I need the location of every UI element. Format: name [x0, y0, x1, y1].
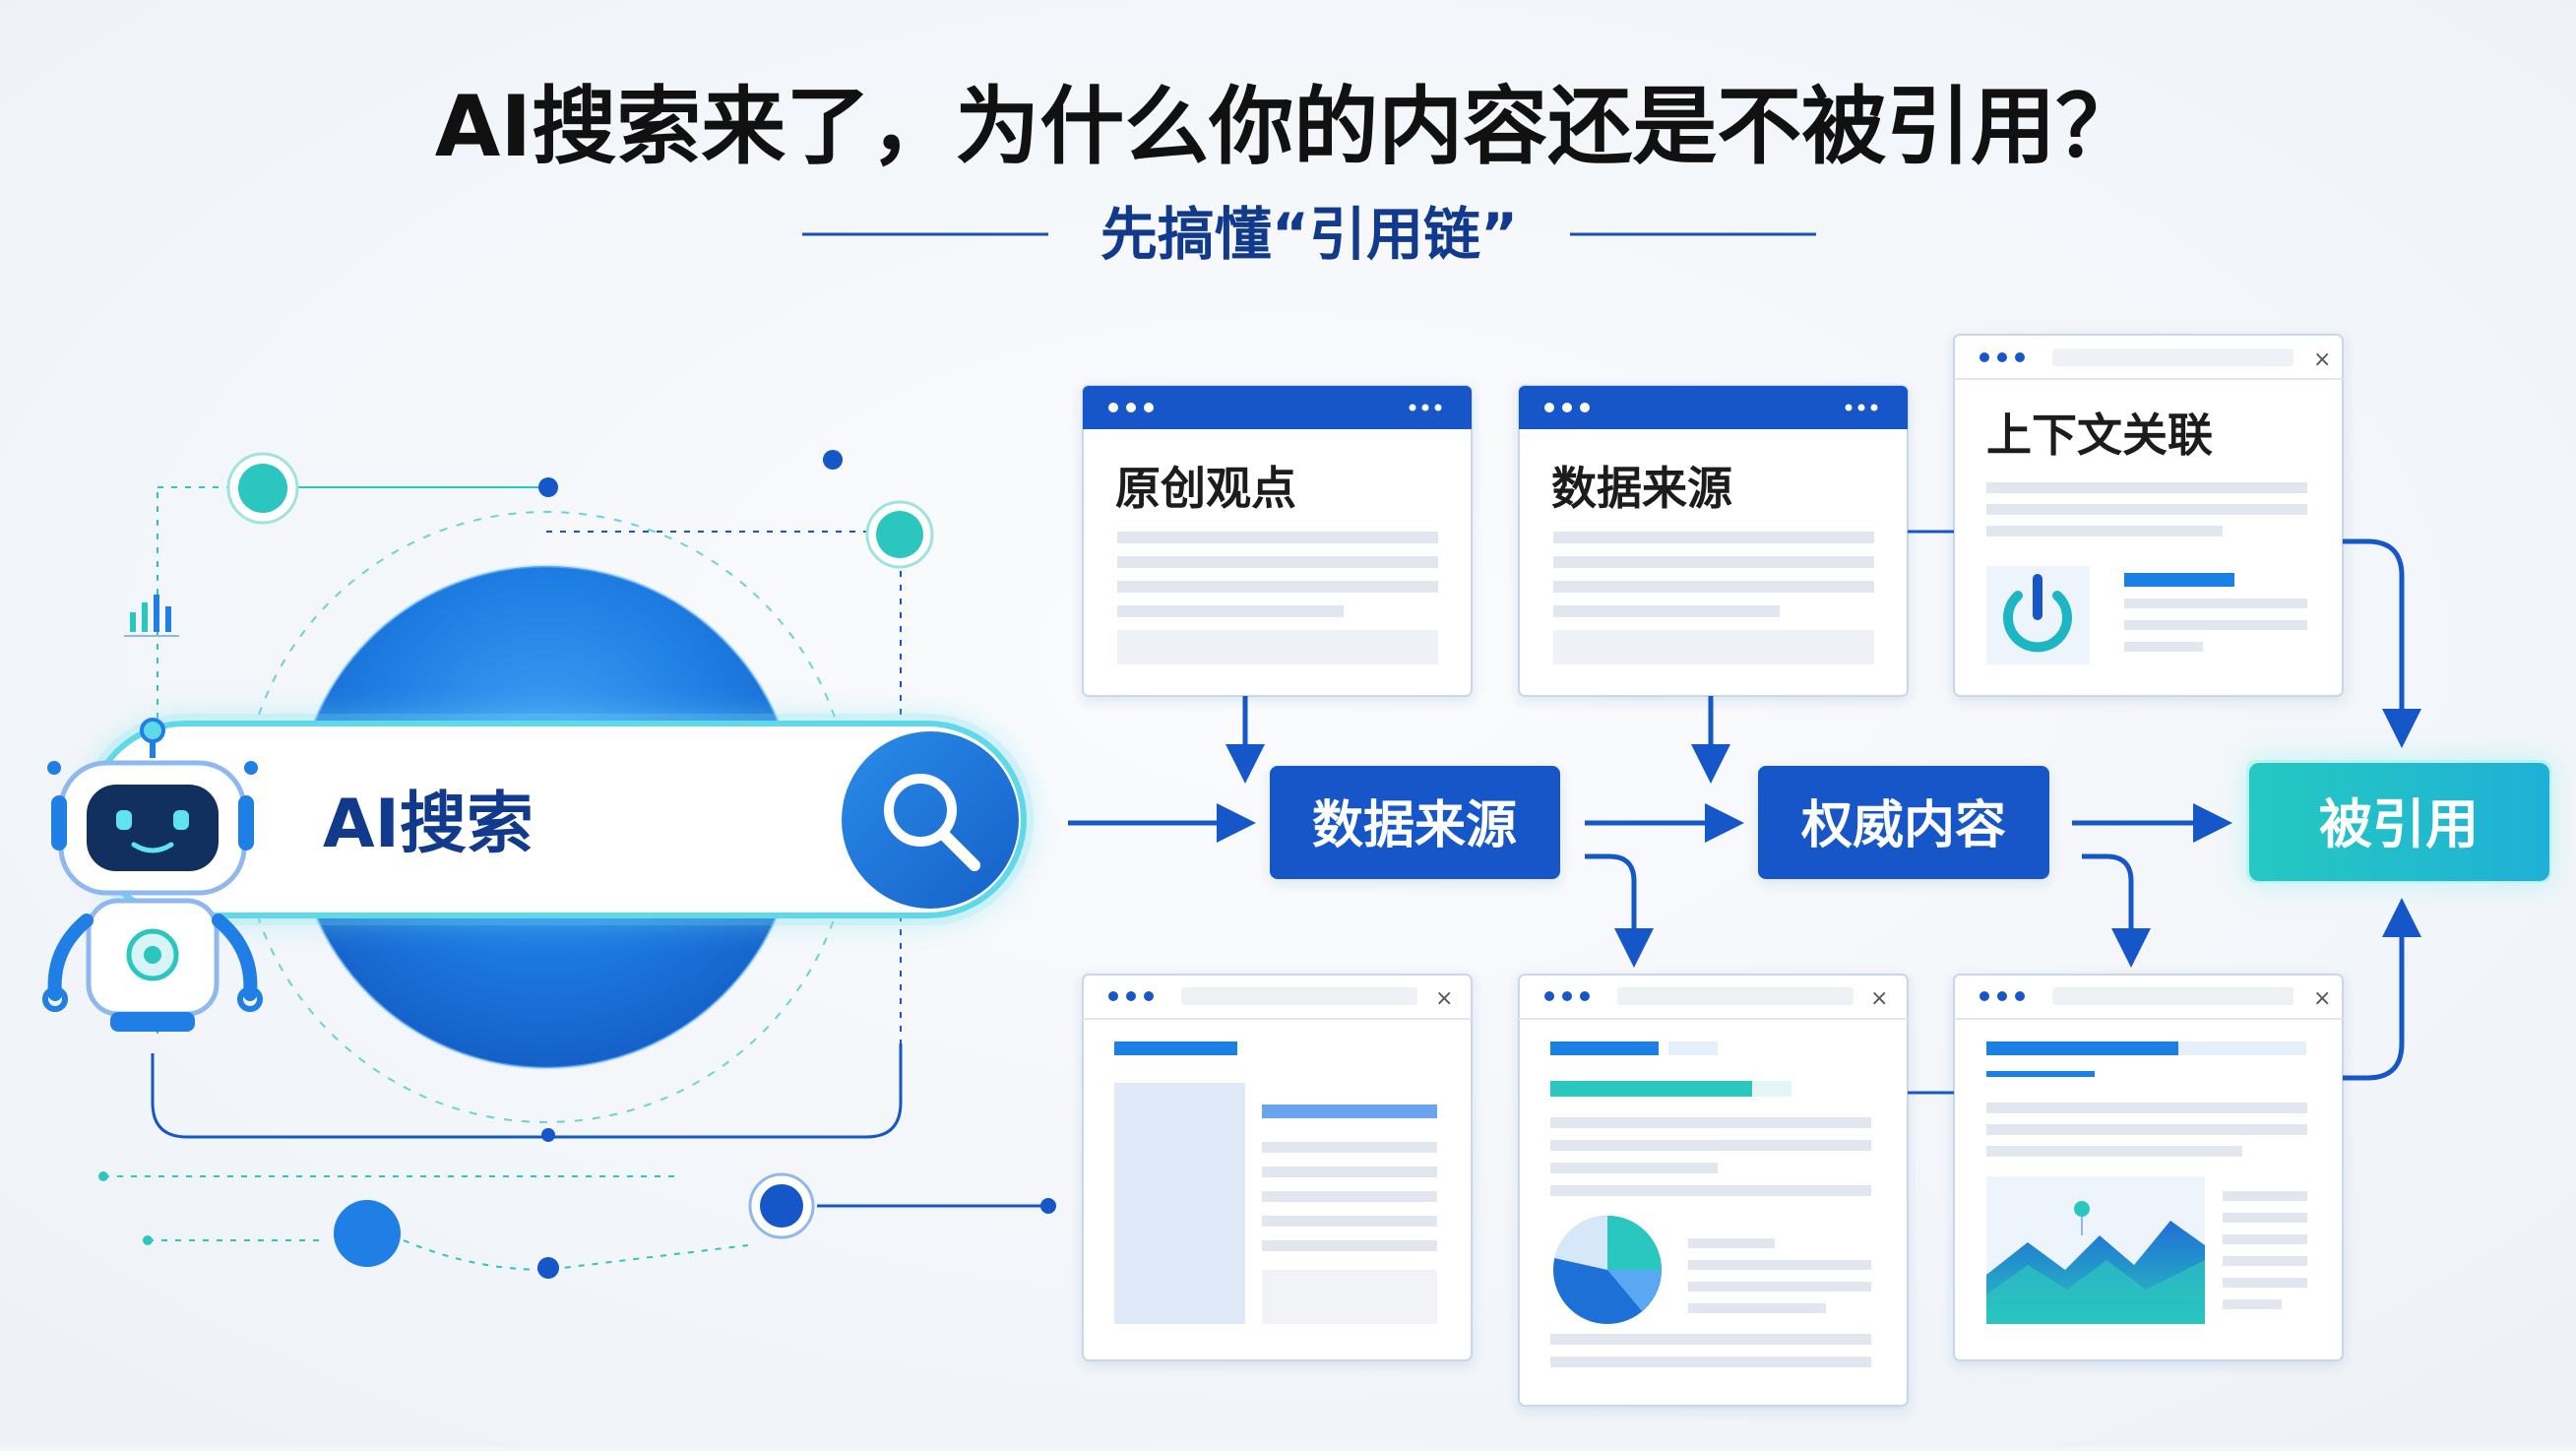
bar-chart-icon [124, 595, 179, 637]
card-title-data-source: 数据来源 [1551, 462, 1732, 515]
flow-label-data-source: 数据来源 [1312, 796, 1517, 855]
search-bar[interactable]: AI搜索 [79, 714, 1034, 925]
flow-label-cited: 被引用 [2319, 793, 2479, 855]
search-button[interactable] [842, 731, 1019, 909]
pie-chart-icon [1553, 1215, 1662, 1324]
card-title-context-link: 上下文关联 [1986, 409, 2213, 462]
magnifier-icon [884, 774, 980, 871]
close-icon: × [2313, 986, 2331, 1011]
page-title: AI搜索来了，为什么你的内容还是不被引用？ [435, 78, 2141, 176]
robot-icon [42, 718, 263, 1032]
close-icon: × [1870, 986, 1888, 1011]
flow-node-authority: 权威内容 [1758, 766, 2049, 879]
power-icon [1986, 566, 2090, 664]
close-icon: × [2313, 347, 2331, 372]
area-chart-icon [1986, 1176, 2205, 1324]
card-pie-doc: × [1518, 974, 1909, 1407]
card-layout-doc: × [1082, 974, 1473, 1361]
card-context-link: × 上下文关联 [1953, 334, 2344, 697]
search-label: AI搜索 [323, 786, 534, 863]
page-subtitle: 先搞懂“引用链” [1100, 201, 1518, 268]
card-area-doc: × [1953, 974, 2344, 1361]
card-original-view: 原创观点 [1082, 385, 1473, 697]
flow-node-cited: 被引用 [2246, 760, 2551, 883]
card-data-source: 数据来源 [1518, 385, 1909, 697]
flow-node-data-source: 数据来源 [1270, 766, 1560, 879]
flow-label-authority: 权威内容 [1800, 796, 2006, 855]
flow-arrows [1068, 538, 2421, 1081]
card-title-original-view: 原创观点 [1115, 462, 1296, 515]
close-icon: × [1435, 986, 1453, 1011]
